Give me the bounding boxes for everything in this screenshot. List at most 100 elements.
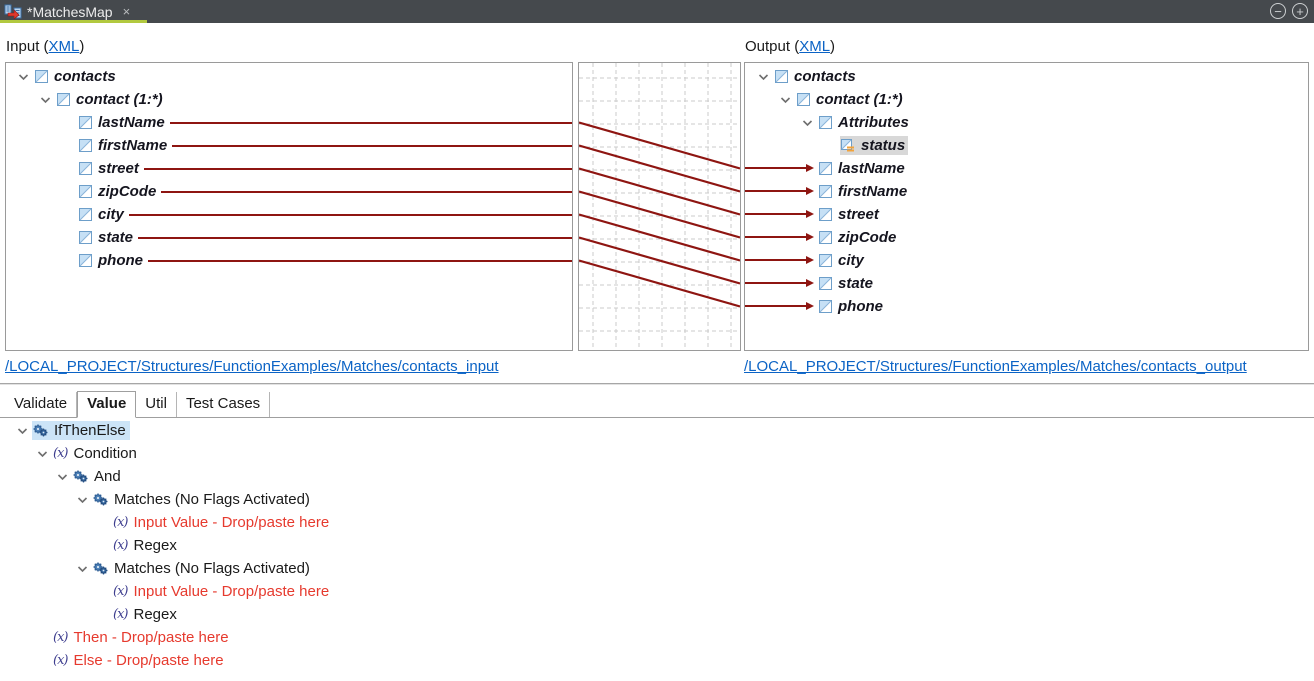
drop-paste-hint: Then - Drop/paste here <box>73 629 229 646</box>
tree-row-lastname[interactable]: lastName <box>6 111 572 134</box>
tree-row-state[interactable]: state <box>745 272 1308 295</box>
element-icon <box>79 139 92 152</box>
func-tree-row-and[interactable]: And <box>0 465 1314 488</box>
input-tree: contacts contact (1:*)lastName firstName st… <box>6 63 572 272</box>
tree-row-firstname[interactable]: firstName <box>745 180 1308 203</box>
tree-row-lastname[interactable]: lastName <box>745 157 1308 180</box>
tree-row-zipcode[interactable]: zipCode <box>745 226 1308 249</box>
tree-row-firstname[interactable]: firstName <box>6 134 572 157</box>
tree-item-label: zipCode <box>838 229 897 246</box>
chevron-down-icon[interactable] <box>12 427 32 435</box>
node-content: street <box>78 159 142 178</box>
selected-node: status <box>840 136 909 155</box>
func-item-label: Regex <box>133 606 177 623</box>
func-tree-row-condition[interactable]: (x)Condition <box>0 442 1314 465</box>
drop-paste-hint: Else - Drop/paste here <box>73 652 224 669</box>
func-tree-row-matches[interactable]: Matches (No Flags Activated) <box>0 557 1314 580</box>
mapping-arrow-line <box>745 305 806 307</box>
tree-row-contact-1-[interactable]: contact (1:*) <box>6 88 572 111</box>
func-tree-row-else[interactable]: (x)Else - Drop/paste here <box>0 649 1314 672</box>
tree-item-label: street <box>98 160 139 177</box>
tree-row-zipcode[interactable]: zipCode <box>6 180 572 203</box>
output-structure-path-link[interactable]: /LOCAL_PROJECT/Structures/FunctionExampl… <box>744 358 1247 375</box>
tab-test-cases[interactable]: Test Cases <box>177 392 271 417</box>
connection-state <box>579 236 740 285</box>
element-icon <box>35 70 48 83</box>
mapping-arrow-line <box>745 167 806 169</box>
input-structure-path-link[interactable]: /LOCAL_PROJECT/Structures/FunctionExampl… <box>5 358 499 375</box>
titlebar: *MatchesMap × − + <box>0 0 1314 23</box>
node-content: lastName <box>818 159 908 178</box>
mapping-arrowhead-icon <box>806 164 814 172</box>
chevron-down-icon[interactable] <box>72 496 92 504</box>
tree-item-label: firstName <box>838 183 908 200</box>
tree-row-street[interactable]: street <box>6 157 572 180</box>
func-tree-row-then[interactable]: (x)Then - Drop/paste here <box>0 626 1314 649</box>
function-gears-icon <box>33 424 48 438</box>
chevron-down-icon[interactable] <box>13 73 34 81</box>
expand-all-button[interactable]: + <box>1292 3 1308 19</box>
node-content: (x)Condition <box>52 444 141 463</box>
tree-item-label: firstName <box>98 137 168 154</box>
connection-street <box>579 167 740 216</box>
func-tree-row-regex[interactable]: (x)Regex <box>0 534 1314 557</box>
chevron-down-icon[interactable] <box>775 96 796 104</box>
chevron-down-icon[interactable] <box>35 96 56 104</box>
tab-value[interactable]: Value <box>77 391 137 418</box>
mapping-lines-svg <box>579 63 740 350</box>
tree-row-street[interactable]: street <box>745 203 1308 226</box>
tree-row-contact-1-[interactable]: contact (1:*) <box>745 88 1308 111</box>
tab-util[interactable]: Util <box>136 392 177 417</box>
document-tab-label: *MatchesMap <box>27 3 113 20</box>
func-tree-row-input[interactable]: (x)Input Value - Drop/paste here <box>0 580 1314 603</box>
collapse-all-button[interactable]: − <box>1270 3 1286 19</box>
element-icon <box>79 162 92 175</box>
func-tree-row-matches[interactable]: Matches (No Flags Activated) <box>0 488 1314 511</box>
close-icon[interactable]: × <box>122 4 131 19</box>
element-icon <box>819 277 832 290</box>
output-xml-link[interactable]: XML <box>799 38 831 55</box>
input-xml-link[interactable]: XML <box>48 38 80 55</box>
tree-row-status[interactable]: status <box>745 134 1308 157</box>
tree-row-phone[interactable]: phone <box>745 295 1308 318</box>
tree-row-attributes[interactable]: Attributes <box>745 111 1308 134</box>
chevron-down-icon[interactable] <box>32 450 52 458</box>
tree-row-contacts[interactable]: contacts <box>745 65 1308 88</box>
tree-row-contacts[interactable]: contacts <box>6 65 572 88</box>
mapping-arrow-line <box>745 259 806 261</box>
element-icon <box>57 93 70 106</box>
input-header-text: Input ( <box>6 38 49 55</box>
mapping-canvas[interactable] <box>578 62 741 351</box>
input-schema-panel: contacts contact (1:*)lastName firstName st… <box>5 62 573 351</box>
tab-validate[interactable]: Validate <box>5 392 78 417</box>
tree-item-label: state <box>838 275 874 292</box>
chevron-down-icon[interactable] <box>52 473 72 481</box>
mapping-line <box>143 167 572 170</box>
mapping-arrowhead-icon <box>806 187 814 195</box>
func-tree-row-input[interactable]: (x)Input Value - Drop/paste here <box>0 511 1314 534</box>
horizontal-splitter[interactable] <box>0 383 1314 385</box>
func-tree-row-regex[interactable]: (x)Regex <box>0 603 1314 626</box>
mapping-document-icon <box>4 4 22 19</box>
node-content: city <box>78 205 127 224</box>
chevron-down-icon[interactable] <box>753 73 774 81</box>
node-content: state <box>818 274 876 293</box>
document-tab-matchesmap[interactable]: *MatchesMap × <box>0 0 147 23</box>
node-content: contacts <box>34 67 119 86</box>
element-icon <box>819 208 832 221</box>
func-tree-row-ifthenelse[interactable]: IfThenElse <box>0 419 1314 442</box>
chevron-down-icon[interactable] <box>797 119 818 127</box>
mapping-arrow-line <box>745 236 806 238</box>
tree-item-label: zipCode <box>98 183 157 200</box>
chevron-down-icon[interactable] <box>72 565 92 573</box>
node-content: zipCode <box>78 182 159 201</box>
tree-row-state[interactable]: state <box>6 226 572 249</box>
tree-row-city[interactable]: city <box>745 249 1308 272</box>
fx-value-icon: (x) <box>113 584 129 599</box>
tree-row-phone[interactable]: phone <box>6 249 572 272</box>
node-content: phone <box>818 297 886 316</box>
attribute-icon <box>841 139 855 152</box>
tree-row-city[interactable]: city <box>6 203 572 226</box>
